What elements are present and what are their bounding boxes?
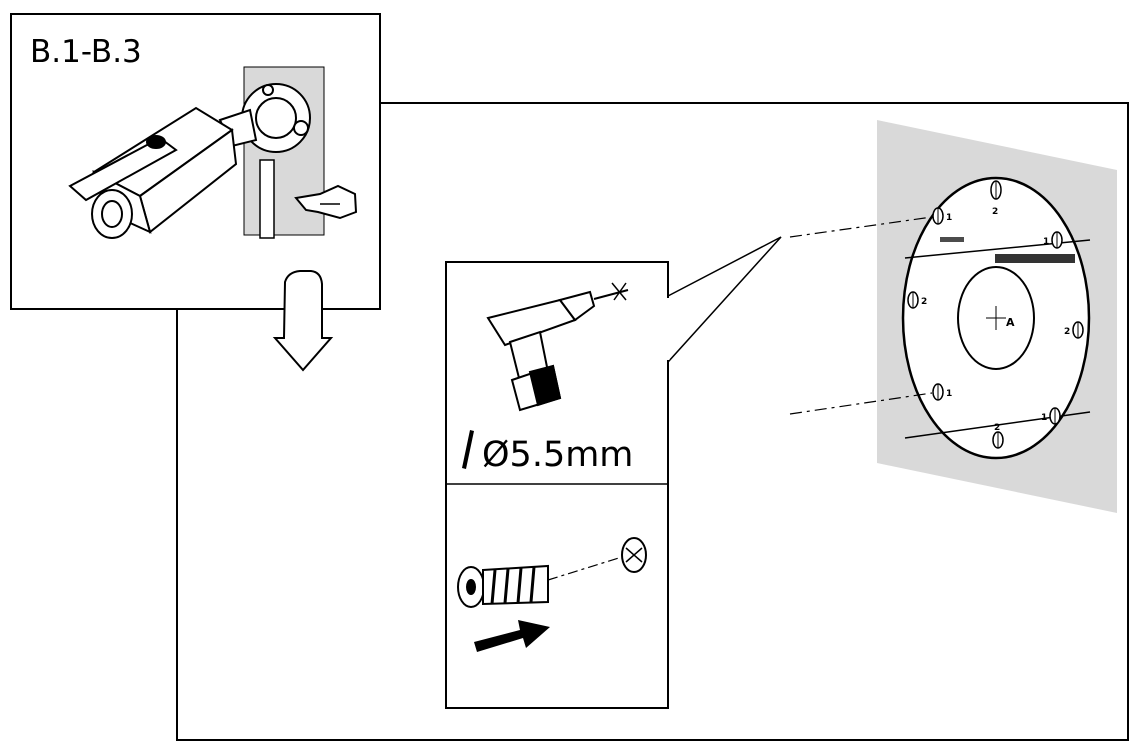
bullet-camera-icon	[68, 83, 311, 239]
hole-label-left-2: 2	[921, 297, 927, 307]
wall-anchor-icon	[457, 537, 647, 608]
center-label: A	[1006, 316, 1015, 329]
drill-bit-icon	[462, 430, 474, 469]
wall-template-illustration: A 2 1 1 2 2 1 1 2	[789, 120, 1117, 513]
hole-label-lower-left-1: 1	[946, 389, 952, 399]
drill-bit-size: Ø5.5mm	[482, 435, 633, 475]
drill-icon	[486, 282, 629, 412]
step-label: B.1-B.3	[30, 34, 142, 70]
hole-label-upper-left-1: 1	[946, 213, 952, 223]
callout-box	[445, 261, 669, 709]
insert-arrow	[474, 620, 550, 652]
guide-line-lower	[789, 392, 933, 415]
down-arrow-icon	[272, 270, 334, 372]
anchor-guide-line	[547, 556, 623, 581]
step-box: B.1-B.3	[10, 13, 381, 310]
drill-callout: Ø5.5mm	[445, 236, 782, 709]
hole-label-top-2: 2	[992, 207, 998, 217]
hole-label-upper-right-1: 1	[1043, 237, 1049, 247]
pointing-hand-icon	[294, 184, 358, 220]
guide-line-upper	[789, 216, 933, 238]
hole-label-right-2: 2	[1064, 327, 1070, 337]
hole-label-bottom-2: 2	[994, 423, 1000, 433]
hole-label-lower-right-1: 1	[1041, 413, 1047, 423]
